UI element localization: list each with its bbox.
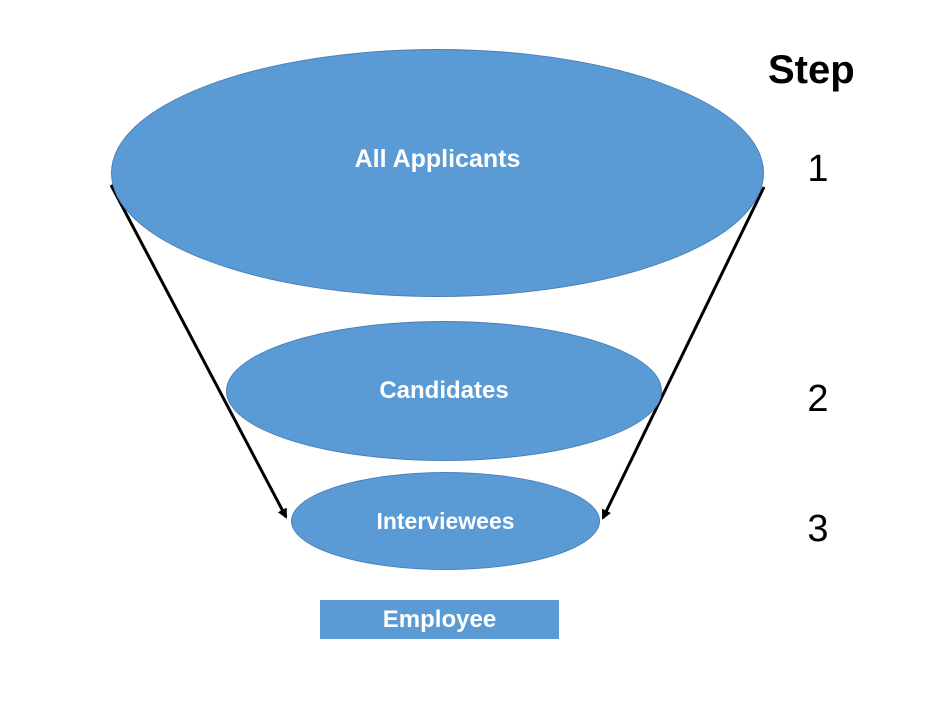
stage-employee: Employee [320, 600, 559, 639]
stage-label: All Applicants [354, 144, 521, 173]
right-arrow [601, 186, 766, 520]
stage-candidates: Candidates [226, 321, 662, 461]
step-number-3: 3 [807, 508, 829, 550]
left-arrow [109, 184, 288, 519]
stage-all-applicants: All Applicants [111, 49, 764, 297]
stage-label: Candidates [379, 377, 509, 404]
step-number-2: 2 [807, 378, 829, 420]
stage-label: Employee [382, 605, 497, 633]
step-number-1: 1 [807, 148, 829, 190]
stage-label: Interviewees [376, 507, 515, 534]
stage-interviewees: Interviewees [291, 472, 600, 570]
step-column-header: Step [768, 48, 855, 92]
